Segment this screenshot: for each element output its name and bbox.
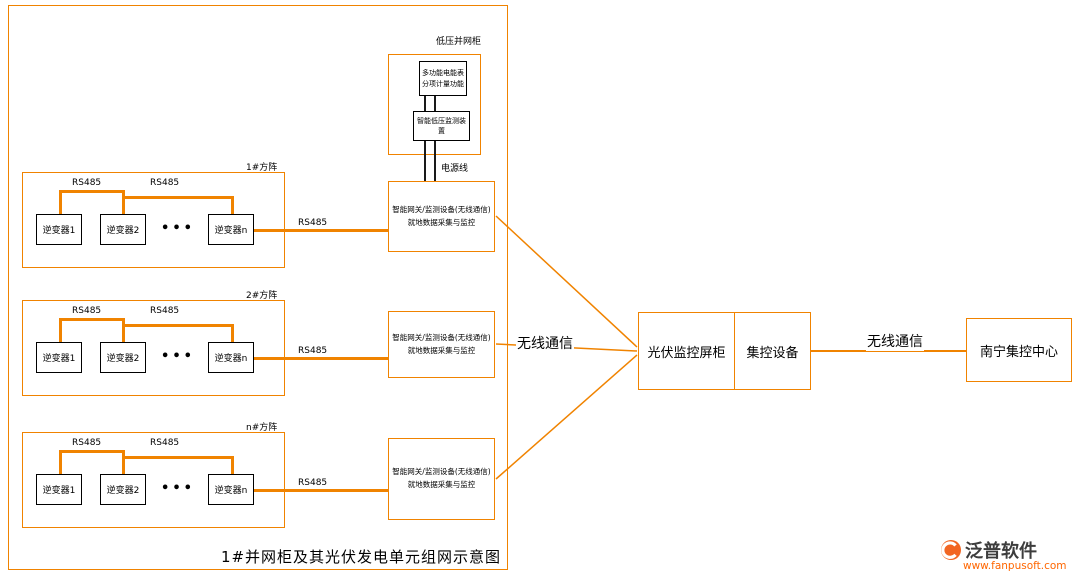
central-control-device-box: 集控设备 xyxy=(734,312,811,390)
inverter-label: 逆变器1 xyxy=(42,486,76,496)
rs485-link-line xyxy=(254,229,388,232)
control-center-box: 南宁集控中心 xyxy=(966,318,1072,382)
power-line xyxy=(424,155,426,181)
rs485-label: RS485 xyxy=(72,438,102,448)
rs485-bus-line xyxy=(59,190,125,193)
rs485-drop-line xyxy=(59,318,62,342)
gateway-text-line2: 就地数据采集与监控 xyxy=(407,217,476,227)
rs485-bus-line xyxy=(122,196,234,199)
logo-text: 泛普软件 xyxy=(965,541,1037,562)
power-line-label: 电源线 xyxy=(441,164,469,174)
rs485-label: RS485 xyxy=(298,478,328,488)
cabinet-wire-line xyxy=(434,141,436,155)
wireless-label: 无线通信 xyxy=(516,333,574,353)
gateway-text-line1: 智能网关/监测设备(无线通信) xyxy=(392,204,491,214)
rs485-drop-line xyxy=(231,324,234,342)
monitor-label: 智能低压监测装置 xyxy=(417,117,466,135)
gateway-text-line1: 智能网关/监测设备(无线通信) xyxy=(392,467,491,477)
rs485-label: RS485 xyxy=(298,346,328,356)
group-box xyxy=(22,172,285,268)
gateway-box: 智能网关/监测设备(无线通信) 就地数据采集与监控 xyxy=(388,311,495,378)
group-box xyxy=(22,432,285,528)
rs485-label: RS485 xyxy=(72,178,102,188)
rs485-bus-line xyxy=(122,456,234,459)
fanpu-logo: 泛普软件 www.fanpusoft.com xyxy=(938,534,1079,580)
inverter-box: 逆变器1 xyxy=(36,474,82,505)
gateway-box: 智能网关/监测设备(无线通信) 就地数据采集与监控 xyxy=(388,181,495,252)
inverter-label: 逆变器n xyxy=(214,486,248,496)
rs485-drop-line xyxy=(122,450,125,474)
power-line xyxy=(434,155,436,181)
ellipsis-dots: ••• xyxy=(161,349,195,364)
inverter-box: 逆变器2 xyxy=(100,474,146,505)
rs485-link-line xyxy=(254,357,388,360)
meter-line2: 分项计量功能 xyxy=(422,79,464,88)
inverter-label: 逆变器2 xyxy=(106,226,140,236)
rs485-link-line xyxy=(254,489,388,492)
inverter-label: 逆变器2 xyxy=(106,486,140,496)
wireless-link-line xyxy=(811,350,966,352)
inverter-box: 逆变器n xyxy=(208,474,254,505)
rs485-drop-line xyxy=(59,190,62,214)
gateway-box: 智能网关/监测设备(无线通信) 就地数据采集与监控 xyxy=(388,438,495,520)
inverter-label: 逆变器n xyxy=(214,354,248,364)
cabinet-wire-line xyxy=(424,96,426,111)
ellipsis-dots: ••• xyxy=(161,221,195,236)
inverter-label: 逆变器1 xyxy=(42,226,76,236)
rs485-label: RS485 xyxy=(150,306,180,316)
rs485-drop-line xyxy=(122,318,125,342)
pv-monitor-cabinet-label: 光伏监控屏柜 xyxy=(647,345,726,361)
lv-cabinet-label: 低压并网柜 xyxy=(436,37,482,47)
rs485-bus-line xyxy=(59,450,125,453)
control-center-label: 南宁集控中心 xyxy=(979,344,1058,360)
rs485-label: RS485 xyxy=(72,306,102,316)
gateway-text-line2: 就地数据采集与监控 xyxy=(407,480,476,489)
ellipsis-dots: ••• xyxy=(161,481,195,496)
rs485-drop-line xyxy=(59,450,62,474)
inverter-label: 逆变器n xyxy=(214,226,248,236)
wireless-label: 无线通信 xyxy=(866,331,924,351)
group-box xyxy=(22,300,285,396)
rs485-label: RS485 xyxy=(150,178,180,188)
gateway-text-line2: 就地数据采集与监控 xyxy=(407,345,476,355)
inverter-box: 逆变器1 xyxy=(36,342,82,373)
group-label: 2#方阵 xyxy=(246,291,278,301)
rs485-bus-line xyxy=(122,324,234,327)
inverter-box: 逆变器n xyxy=(208,214,254,245)
rs485-label: RS485 xyxy=(150,438,180,448)
inverter-box: 逆变器2 xyxy=(100,214,146,245)
rs485-bus-line xyxy=(59,318,125,321)
meter-box: 多功能电能表 分项计量功能 xyxy=(419,61,467,96)
meter-line1: 多功能电能表 xyxy=(422,69,464,77)
cabinet-wire-line xyxy=(424,141,426,155)
cabinet-wire-line xyxy=(434,96,436,111)
logo-url[interactable]: www.fanpusoft.com xyxy=(963,560,1067,572)
diagram-title: 1#并网柜及其光伏发电单元组网示意图 xyxy=(220,548,502,566)
rs485-drop-line xyxy=(122,190,125,214)
inverter-label: 逆变器2 xyxy=(106,354,140,364)
inverter-box: 逆变器n xyxy=(208,342,254,373)
inverter-box: 逆变器1 xyxy=(36,214,82,245)
group-label: 1#方阵 xyxy=(246,163,278,173)
monitor-box: 智能低压监测装置 xyxy=(413,111,470,141)
inverter-box: 逆变器2 xyxy=(100,342,146,373)
inverter-label: 逆变器1 xyxy=(42,354,76,364)
rs485-label: RS485 xyxy=(298,218,328,228)
rs485-drop-line xyxy=(231,196,234,214)
group-label: n#方阵 xyxy=(246,423,278,433)
pv-monitor-cabinet-box: 光伏监控屏柜 xyxy=(638,312,735,390)
central-control-device-label: 集控设备 xyxy=(746,345,799,361)
gateway-text-line1: 智能网关/监测设备(无线通信) xyxy=(392,332,491,342)
rs485-drop-line xyxy=(231,456,234,474)
fanpu-logo-icon xyxy=(941,540,961,560)
